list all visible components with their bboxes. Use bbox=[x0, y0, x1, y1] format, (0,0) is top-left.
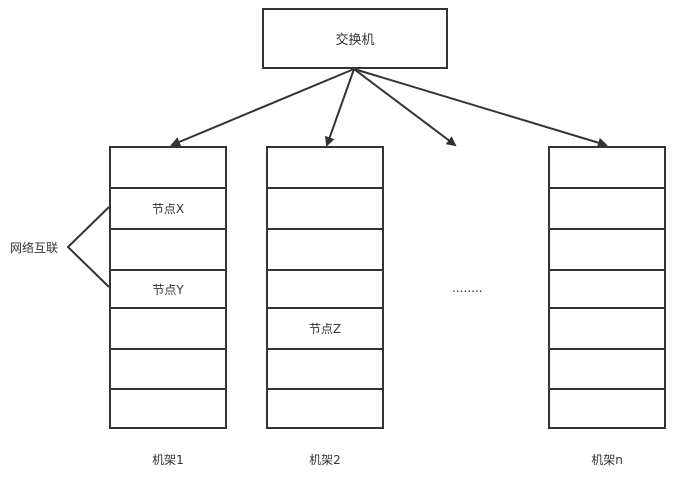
rack-1-slot-4: 节点Y bbox=[111, 269, 225, 307]
rack-n-slot-1 bbox=[550, 148, 664, 187]
rack-n-slot-2 bbox=[550, 187, 664, 228]
rack-1-slot-6 bbox=[111, 348, 225, 388]
rack-2-slot-4 bbox=[268, 269, 382, 307]
switch-box: 交换机 bbox=[262, 8, 448, 69]
arrow-to-rack-n bbox=[353, 68, 608, 148]
rack-2-slot-1 bbox=[268, 148, 382, 187]
rack-1-slot-7 bbox=[111, 388, 225, 429]
rack-n-label: 机架n bbox=[591, 453, 623, 467]
rack-2-slot-6 bbox=[268, 348, 382, 388]
rack-2-slot-2 bbox=[268, 187, 382, 228]
network-bracket bbox=[66, 206, 110, 288]
node-z-label: 节点Z bbox=[308, 322, 342, 336]
rack-n-slot-4 bbox=[550, 269, 664, 307]
node-y-label: 节点Y bbox=[152, 282, 184, 297]
rack-1-slot-1 bbox=[111, 148, 225, 187]
arrow-to-rack-1 bbox=[170, 68, 355, 147]
rack-1-slot-5 bbox=[111, 307, 225, 348]
node-x-label: 节点X bbox=[151, 202, 185, 216]
rack-1-slot-3 bbox=[111, 228, 225, 269]
rack-2-slot-5: 节点Z bbox=[268, 307, 382, 348]
rack-2-slot-3 bbox=[268, 228, 382, 269]
rack-2-slot-7 bbox=[268, 388, 382, 429]
switch-label: 交换机 bbox=[335, 33, 375, 48]
rack-n-slot-6 bbox=[550, 348, 664, 388]
arrow-to-ellipsis bbox=[353, 68, 457, 147]
network-interconnect-label: 网络互联 bbox=[10, 241, 59, 255]
rack-1-label: 机架1 bbox=[152, 453, 184, 467]
rack-n-slot-3 bbox=[550, 228, 664, 269]
rack-n-slot-7 bbox=[550, 388, 664, 429]
rack-1: 节点X 节点Y bbox=[109, 146, 227, 429]
rack-n-slot-5 bbox=[550, 307, 664, 348]
rack-2-label: 机架2 bbox=[309, 453, 341, 467]
rack-n bbox=[548, 146, 666, 429]
arrow-to-rack-2 bbox=[324, 68, 355, 147]
rack-2: 节点Z bbox=[266, 146, 384, 429]
rack-1-slot-2: 节点X bbox=[111, 187, 225, 228]
ellipsis-more-racks: ........ bbox=[452, 281, 483, 295]
